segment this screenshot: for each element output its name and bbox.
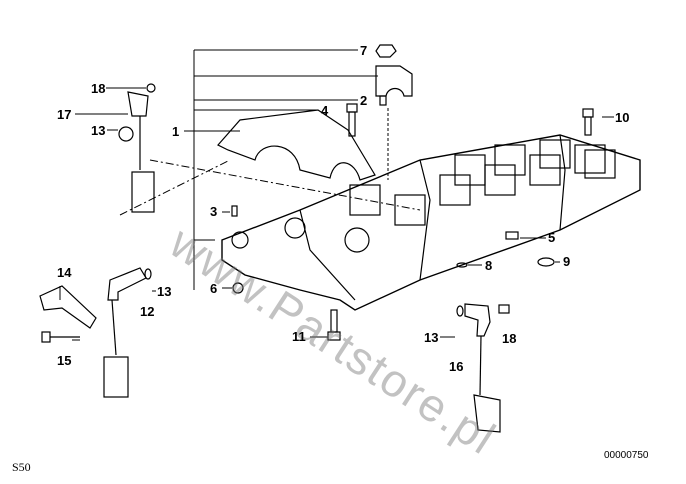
plug-5 [505, 231, 519, 240]
camshaft-sensor-16 [456, 303, 510, 433]
leader-lines [59, 49, 614, 341]
sensor-17 [118, 83, 156, 213]
callout-16: 16 [449, 359, 464, 374]
callout-5: 5 [548, 230, 556, 245]
seal-6 [232, 282, 244, 294]
bolt-11 [327, 309, 341, 341]
bearing-cap [375, 65, 413, 97]
callout-4: 4 [321, 103, 329, 118]
callout-3: 3 [210, 204, 218, 219]
callout-10: 10 [615, 110, 630, 125]
crankshaft-sensor-12 [103, 267, 152, 398]
callout-7: 7 [360, 43, 368, 58]
bolt-10 [582, 108, 594, 136]
nut-7 [375, 44, 397, 58]
callout-13-lower-left: 13 [157, 284, 172, 299]
callout-2: 2 [360, 93, 368, 108]
camshaft-carrier-1 [217, 109, 376, 181]
callout-6: 6 [210, 281, 218, 296]
callout-12: 12 [140, 304, 155, 319]
callout-14: 14 [57, 265, 72, 280]
callout-17: 17 [57, 107, 72, 122]
oring-8 [456, 262, 468, 268]
diagram-number: 00000750 [604, 450, 649, 461]
cam-towers [349, 139, 616, 226]
callout-13-upper-left: 13 [91, 123, 106, 138]
callout-18-left: 18 [91, 81, 106, 96]
callout-15: 15 [57, 353, 72, 368]
callout-8: 8 [485, 258, 493, 273]
callout-1: 1 [172, 124, 180, 139]
bolt-15 [41, 331, 80, 343]
bracket-14 [39, 285, 97, 329]
callout-9: 9 [563, 254, 571, 269]
callout-11: 11 [292, 329, 306, 344]
diagram-code: S50 [12, 460, 31, 474]
cylinder-head [221, 134, 641, 311]
callout-18-right: 18 [502, 331, 517, 346]
oring-9 [537, 257, 555, 267]
dowel-3 [231, 205, 238, 217]
callout-13-right: 13 [424, 330, 439, 345]
dowel-2 [379, 95, 387, 106]
